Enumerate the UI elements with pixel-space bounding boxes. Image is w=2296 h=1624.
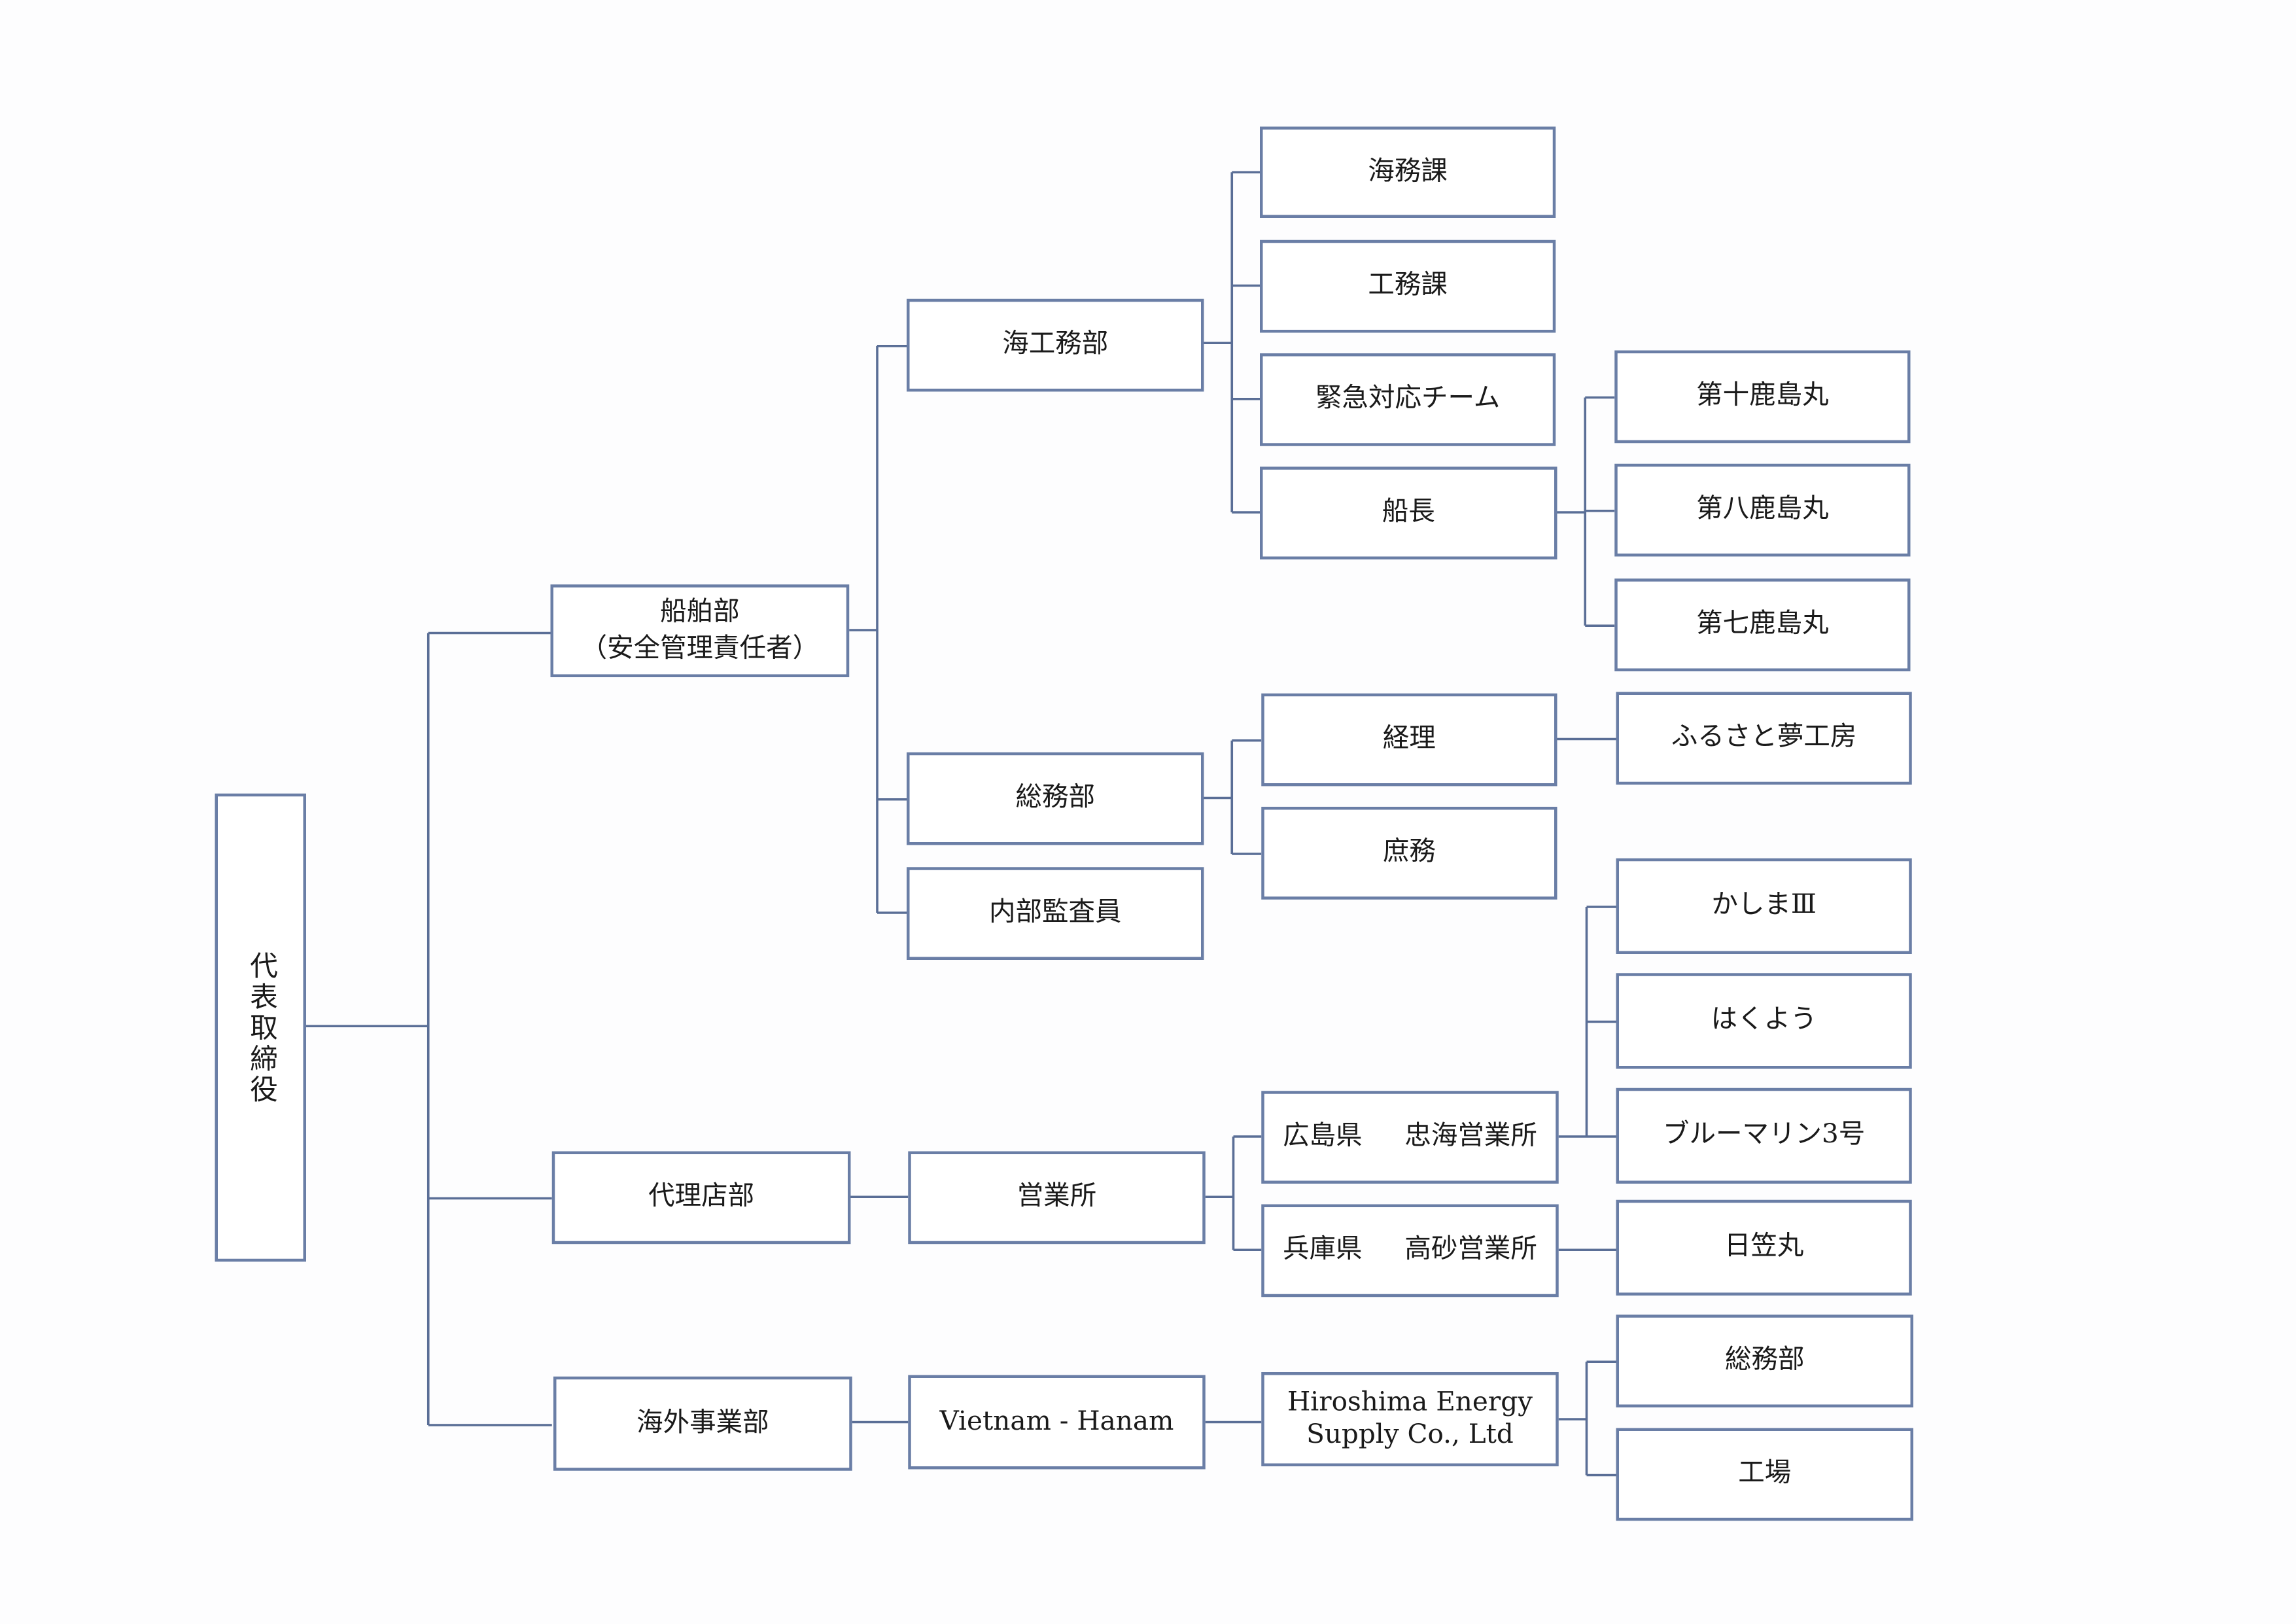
- hes-soumu-box: 総務部: [1616, 1315, 1913, 1407]
- senpaku-box: 船舶部 （安全管理責任者）: [550, 584, 850, 677]
- kinkyu-label: 緊急対応チーム: [1315, 383, 1501, 415]
- senpaku-sublabel: （安全管理責任者）: [580, 632, 820, 663]
- hakuyou-box: はくよう: [1616, 973, 1912, 1069]
- soumu-box: 総務部: [907, 752, 1204, 845]
- kaigai-box: 海外事業部: [553, 1376, 852, 1471]
- kaikoumu-box: 海工務部: [907, 298, 1204, 392]
- soumu-label: 総務部: [1015, 782, 1096, 813]
- koumuka-label: 工務課: [1368, 270, 1448, 301]
- shomu-box: 庶務: [1261, 807, 1557, 900]
- senpaku-label: 船舶部: [660, 596, 740, 627]
- furusato-label: ふるさと夢工房: [1671, 722, 1857, 753]
- connector-soumu: [1202, 739, 1262, 855]
- hikasa-box: 日笠丸: [1616, 1199, 1912, 1296]
- naibu-box: 内部監査員: [907, 867, 1204, 960]
- eigyousho-label: 営業所: [1017, 1181, 1097, 1212]
- hikasa-label: 日笠丸: [1724, 1231, 1804, 1263]
- hyogo-office-box: 兵庫県 高砂営業所: [1261, 1204, 1559, 1297]
- vietnam-label: Vietnam - Hanam: [939, 1406, 1174, 1438]
- kashima3-box: かしまⅢ: [1616, 858, 1912, 954]
- ship10-label: 第十鹿島丸: [1696, 380, 1829, 412]
- hiroshima-office-name: 忠海営業所: [1404, 1121, 1537, 1152]
- vietnam-box: Vietnam - Hanam: [908, 1375, 1206, 1470]
- ship8-box: 第八鹿島丸: [1614, 463, 1911, 557]
- hakuyou-label: はくよう: [1711, 1004, 1817, 1036]
- hyogo-office-name: 高砂営業所: [1404, 1234, 1537, 1265]
- furusato-box: ふるさと夢工房: [1616, 692, 1912, 785]
- connector-root-trunk: [304, 631, 552, 1426]
- root-box: 代表取締役: [215, 793, 306, 1262]
- connector-eigyousho: [1204, 1135, 1263, 1252]
- dairiten-label: 代理店部: [648, 1181, 755, 1212]
- keiri-box: 経理: [1261, 693, 1557, 786]
- factory-box: 工場: [1616, 1428, 1913, 1521]
- connector-hiroshima-office: [1557, 906, 1616, 1138]
- eigyousho-box: 営業所: [908, 1151, 1206, 1244]
- hes-label-line2: Supply Co., Ltd: [1306, 1419, 1514, 1451]
- senchou-label: 船長: [1382, 497, 1435, 528]
- kaimuka-label: 海務課: [1368, 156, 1448, 187]
- dairiten-box: 代理店部: [551, 1151, 851, 1244]
- keiri-label: 経理: [1382, 723, 1436, 754]
- connector-kaikoumu: [1202, 171, 1260, 514]
- root-label: 代表取締役: [245, 950, 278, 1105]
- naibu-label: 内部監査員: [989, 897, 1122, 928]
- kaigai-label: 海外事業部: [636, 1407, 769, 1438]
- hes-label-line1: Hiroshima Energy: [1287, 1387, 1533, 1419]
- ship10-box: 第十鹿島丸: [1614, 350, 1911, 444]
- ship7-label: 第七鹿島丸: [1696, 609, 1829, 640]
- connector-senpaku: [848, 344, 907, 914]
- koumuka-box: 工務課: [1260, 239, 1556, 333]
- kinkyu-box: 緊急対応チーム: [1260, 353, 1556, 446]
- bluemarine-box: ブルーマリン3号: [1616, 1087, 1912, 1184]
- senchou-box: 船長: [1260, 467, 1557, 559]
- hiroshima-office-pref: 広島県: [1283, 1121, 1363, 1152]
- bluemarine-label: ブルーマリン3号: [1662, 1119, 1866, 1151]
- hes-soumu-label: 総務部: [1725, 1345, 1805, 1376]
- kashima3-label: かしまⅢ: [1711, 889, 1817, 921]
- hiroshima-office-box: 広島県 忠海営業所: [1261, 1091, 1559, 1184]
- hyogo-office-pref: 兵庫県: [1283, 1234, 1363, 1265]
- ship8-label: 第八鹿島丸: [1696, 493, 1829, 525]
- hes-box: Hiroshima Energy Supply Co., Ltd: [1261, 1372, 1559, 1466]
- kaikoumu-label: 海工務部: [1002, 328, 1109, 360]
- factory-label: 工場: [1738, 1458, 1792, 1489]
- connector-senchou: [1556, 396, 1615, 627]
- connector-hes: [1557, 1360, 1616, 1477]
- shomu-label: 庶務: [1382, 836, 1436, 868]
- kaimuka-box: 海務課: [1260, 126, 1556, 218]
- ship7-box: 第七鹿島丸: [1614, 578, 1911, 671]
